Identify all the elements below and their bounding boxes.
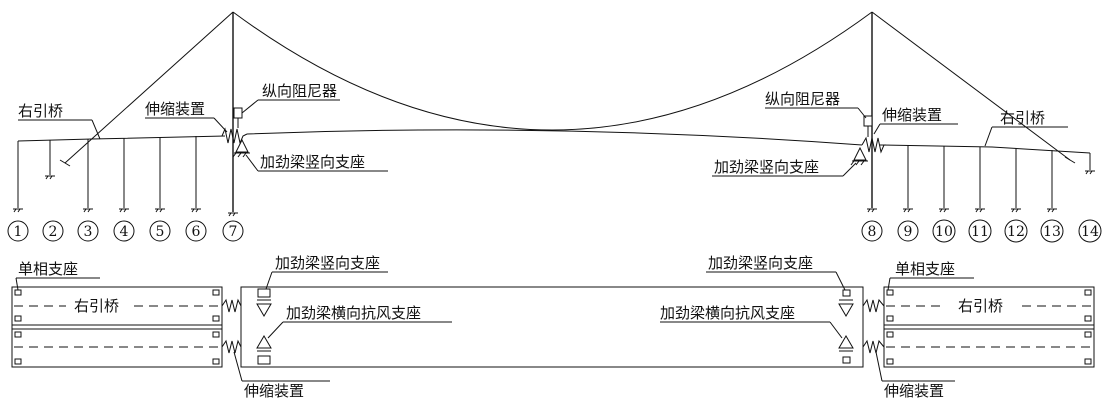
label-expansion-right: 伸缩装置 (882, 106, 942, 124)
right-approach-box (883, 286, 1095, 368)
label-vertical-bearing-plan-right: 加劲梁竖向支座 (708, 254, 813, 272)
pier-number: 1 (7, 220, 29, 242)
label-vertical-bearing-right: 加劲梁竖向支座 (714, 158, 819, 176)
right-single-bearings (886, 289, 1092, 365)
right-plan-spring-lower (862, 339, 885, 354)
label-expansion-plan-right: 伸缩装置 (884, 382, 944, 400)
label-expansion-left: 伸缩装置 (145, 100, 205, 118)
left-single-bearings (14, 289, 220, 365)
svg-text:13: 13 (1043, 224, 1061, 240)
svg-text:10: 10 (935, 224, 953, 240)
label-approach-left: 右引桥 (74, 297, 119, 315)
left-vertical-bearing-plan (257, 288, 271, 298)
label-vertical-bearing-left: 加劲梁竖向支座 (260, 153, 365, 171)
pier-number: 11 (968, 219, 992, 243)
svg-text:9: 9 (904, 224, 913, 240)
left-plan-spring-lower (221, 339, 242, 354)
svg-text:7: 7 (229, 224, 238, 240)
left-approach-box (11, 286, 223, 368)
left-vertical-bearing (235, 138, 249, 153)
right-plan-spring-upper (862, 298, 885, 313)
label-wind-bearing-left: 加劲梁横向抗风支座 (286, 304, 421, 322)
pier-number: 7 (222, 220, 244, 242)
left-plan-spring-upper (221, 298, 242, 313)
label-single-bearing-left: 单相支座 (18, 260, 78, 278)
label-damper-left: 纵向阻尼器 (262, 82, 337, 100)
label-approach-right: 右引桥 (958, 297, 1003, 315)
pier-number: 13 (1040, 219, 1064, 243)
right-approach-leader (984, 126, 993, 147)
svg-text:5: 5 (156, 224, 165, 240)
pier-number: 4 (113, 220, 135, 242)
pier-number: 2 (42, 220, 64, 242)
right-vertical-bearing (853, 146, 867, 161)
pier-number: 5 (149, 220, 171, 242)
stiffening-girder (246, 129, 863, 146)
right-approach-piers (867, 145, 1095, 213)
left-backstay (64, 11, 234, 164)
label-right-approach-left: 右引桥 (18, 102, 63, 120)
main-cable (232, 11, 873, 131)
left-approach-leader (91, 119, 101, 140)
pier-number: 6 (185, 220, 207, 242)
pier-number: 3 (77, 220, 99, 242)
left-approach-deck (17, 135, 226, 142)
label-vertical-bearing-plan-left: 加劲梁竖向支座 (275, 254, 380, 272)
svg-text:12: 12 (1007, 224, 1025, 240)
label-expansion-plan-left: 伸缩装置 (244, 382, 304, 400)
left-approach-piers (13, 136, 238, 217)
right-expansion-spring (861, 136, 886, 154)
main-girder-box (240, 286, 864, 368)
svg-text:14: 14 (1081, 224, 1099, 240)
svg-text:2: 2 (49, 224, 58, 240)
label-single-bearing-right: 单相支座 (895, 260, 955, 278)
label-right-approach-right: 右引桥 (1000, 109, 1045, 127)
label-damper-right: 纵向阻尼器 (765, 90, 840, 108)
pier-number: 12 (1004, 219, 1028, 243)
svg-text:4: 4 (120, 224, 129, 240)
plan-view: 单相支座 右引桥 加劲梁竖向支座 加劲梁横向抗风支座 伸缩装置 加劲梁竖向支座 … (11, 254, 1095, 400)
left-wind-bearing-plan (256, 335, 272, 349)
right-approach-deck (879, 144, 1091, 154)
pier-numbers: 1 2 3 4 5 6 7 8 9 10 11 12 13 14 (7, 219, 1102, 243)
label-wind-bearing-right: 加劲梁横向抗风支座 (660, 304, 795, 322)
right-vertical-bearing-plan (842, 289, 851, 297)
svg-text:3: 3 (84, 224, 93, 240)
pier-number: 8 (861, 220, 883, 242)
svg-text:8: 8 (868, 224, 877, 240)
right-backstay (871, 11, 1071, 161)
right-wind-bearing-plan (838, 335, 854, 349)
left-expansion-spring (221, 127, 248, 145)
left-damper (233, 107, 243, 119)
svg-text:11: 11 (971, 224, 989, 240)
elevation-view: 右引桥 伸缩装置 纵向阻尼器 加劲梁竖向支座 纵向阻尼器 伸缩装置 右引桥 加劲… (7, 11, 1102, 243)
pier-number: 14 (1078, 219, 1102, 243)
pier-number: 10 (932, 219, 956, 243)
svg-text:6: 6 (192, 224, 201, 240)
pier-number: 9 (897, 220, 919, 242)
svg-text:1: 1 (14, 224, 23, 240)
